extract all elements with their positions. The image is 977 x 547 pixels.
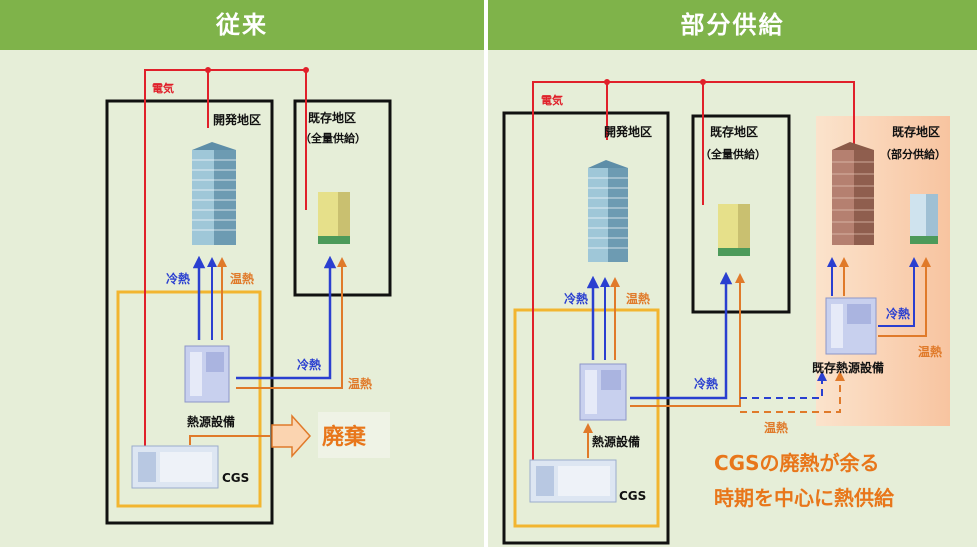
existing-area-label: 既存地区 (710, 124, 758, 139)
header-conventional: 従来 (0, 0, 484, 50)
existing-heat-source-unit-icon (825, 297, 877, 355)
cooling-label: 冷熱 (564, 291, 588, 306)
diagram-partial-supply: 電気 開発地区 既存地区 （全量供給） 既存地区 （部分供給） (502, 79, 950, 545)
junction-dot (303, 67, 309, 73)
cooling-arrow-existing (630, 271, 733, 400)
junction-dot (205, 67, 211, 73)
cooling-label: 冷熱 (166, 271, 190, 286)
cooling-dashed-arrow (740, 371, 827, 399)
panel-conventional: 従来 電気 開発地区 (0, 0, 484, 547)
existing-area-label: 既存地区 (308, 110, 356, 125)
cgs-label: CGS (619, 489, 646, 503)
cgs-unit-icon (529, 459, 617, 503)
small-building-icon (318, 192, 350, 244)
office-tower-icon (192, 142, 236, 245)
heat-source-label: 熱源設備 (187, 414, 235, 429)
small-blue-building-icon (910, 194, 938, 244)
heating-arrow-existing (236, 257, 347, 389)
panel-partial-supply: 部分供給 (488, 0, 977, 547)
cooling-label-existing: 冷熱 (297, 357, 321, 372)
heating-arrow-existing (630, 273, 745, 407)
heating-arrow-partial (878, 257, 931, 337)
discard-arrow-icon (271, 414, 312, 458)
dev-area-label: 開発地区 (604, 124, 652, 139)
cgs-frame (513, 308, 660, 528)
cooling-label-existing: 冷熱 (694, 376, 718, 391)
partial-area-sub: （部分供給） (880, 147, 946, 161)
waste-heat-line (189, 435, 270, 445)
junction-dot (604, 79, 610, 85)
electric-lines (532, 81, 855, 490)
partial-area-label: 既存地区 (892, 124, 940, 139)
discard-label: 廃棄 (322, 424, 367, 450)
heating-label-partial: 温熱 (918, 344, 942, 359)
junction-dot (700, 79, 706, 85)
electric-lines (144, 69, 307, 470)
cooling-arrow-existing (236, 255, 337, 380)
header-partial-supply: 部分供給 (488, 0, 977, 50)
heating-dashed-arrow (740, 371, 845, 413)
office-tower-icon (588, 160, 628, 262)
dev-area-label: 開発地区 (213, 112, 261, 127)
brown-tower-icon (832, 142, 874, 245)
heat-source-unit-icon (579, 363, 627, 421)
heating-label-dashed: 温熱 (764, 420, 788, 435)
existing-area-sub: （全量供給） (300, 131, 366, 145)
small-building-icon (718, 204, 750, 256)
cooling-label-partial: 冷熱 (886, 306, 910, 321)
cgs-label: CGS (222, 471, 249, 485)
heat-source-unit-icon (184, 345, 230, 403)
dev-area-frame (502, 111, 670, 545)
message-line-1: CGSの廃熱が余る (714, 451, 880, 475)
diagram-conventional: 電気 開発地区 既存地区 （全量供給） (105, 67, 392, 525)
heating-label: 温熱 (626, 291, 650, 306)
heating-label: 温熱 (230, 271, 254, 286)
discard-box (318, 412, 390, 458)
message-line-2: 時期を中心に熱供給 (714, 486, 895, 510)
existing-area-sub: （全量供給） (700, 147, 766, 161)
cooling-arrow-partial (878, 257, 919, 327)
cgs-frame (116, 290, 262, 508)
electric-label: 電気 (152, 81, 174, 95)
existing-heat-source-label: 既存熱源設備 (812, 360, 884, 375)
electric-label: 電気 (541, 93, 563, 107)
heating-label-existing: 温熱 (348, 376, 372, 391)
heat-source-label: 熱源設備 (592, 434, 640, 449)
dev-area-frame (105, 99, 274, 525)
cgs-unit-icon (131, 445, 219, 489)
